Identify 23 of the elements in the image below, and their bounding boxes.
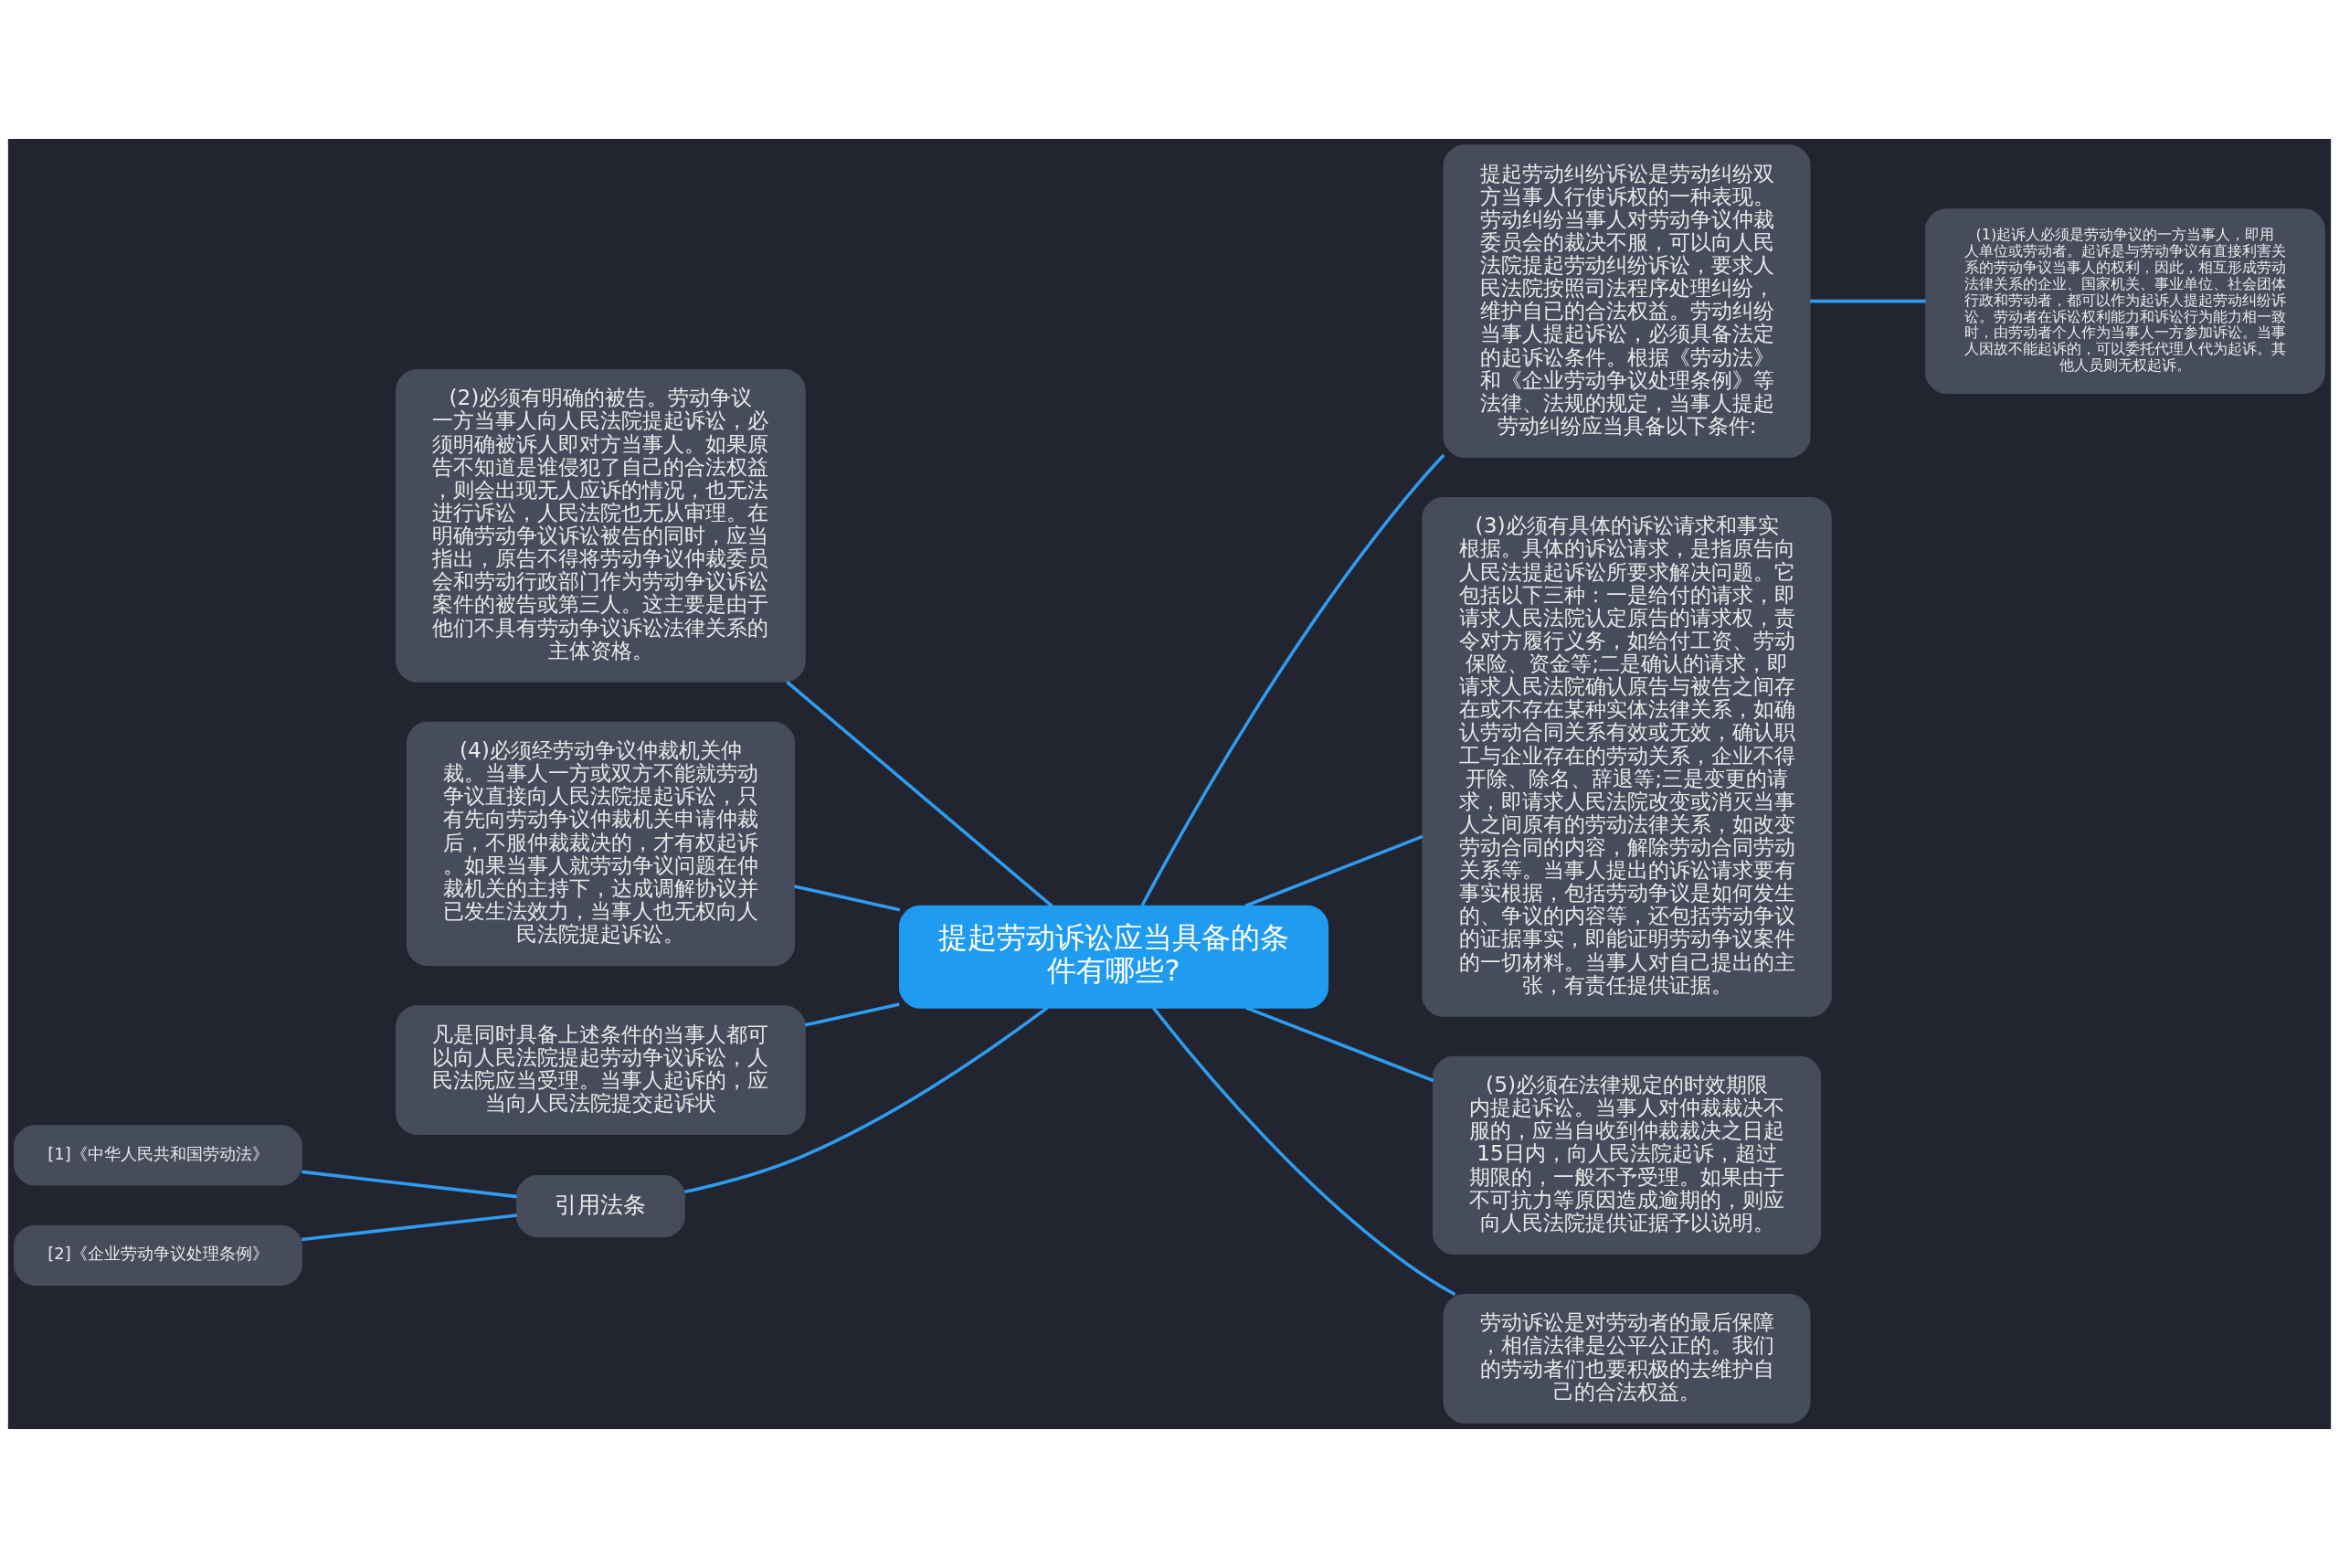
node-box: 提起劳动纠纷诉讼是劳动纠纷双方当事人行使诉权的一种表现。劳动纠纷当事人对劳动争议仲裁委员会的裁决不服，可以向人民法院提起劳动纠纷诉讼，要求人民法院按照司法程序处理纠纷，维护自已的合法权益。劳动纠纷当事人提起诉讼，必须具备法定的起诉讼条件。根据《劳动法》和《企业劳动争议处理条例》等法律、法规的规定，当事人提起劳动纠纷应当具备以下条件:: [1443, 144, 1811, 458]
connector: [1245, 1006, 1434, 1083]
node-box: 引用法条: [516, 1174, 685, 1238]
connector: [1152, 1006, 1456, 1297]
connector: [794, 885, 901, 912]
connector: [683, 1006, 1049, 1194]
node-box: [2]《企业劳动争议处理条例》: [14, 1224, 302, 1286]
connector: [1810, 299, 1926, 303]
node-box: (5)必须在法律规定的时效期限内提起诉讼。当事人对仲裁裁决不服的，应当自收到仲裁裁决之日起15日内，向人民法院起诉，超过期限的，一般不予受理。如果由于不可抗力等原因造成逾期的，则应向人民法院提供证据予以说明。: [1432, 1055, 1822, 1255]
node-box: (1)起诉人必须是劳动争议的一方当事人，即用人单位或劳动者。起诉是与劳动争议有直接利害关系的劳动争议当事人的权利，因此，相互形成劳动法律关系的企业、国家机关、事业单位、社会团体行政和劳动者，都可以作为起诉人提起劳动纠纷诉讼。劳动者在诉讼权利能力和诉讼行为能力相一致时，由劳动者个人作为当事人一方参加诉讼。当事人因故不能起诉的，可以委托代理人代为起诉。其他人员则无权起诉。: [1925, 208, 2325, 394]
node-box: (4)必须经劳动争议仲裁机关仲裁。当事人一方或双方不能就劳动争议直接向人民法院提起诉讼，只有先向劳动争议仲裁机关申请仲裁后，不服仲裁裁决的，才有权起诉。如果当事人就劳动争议问题在仲裁机关的主持下，达成调解协议并已发生法效力，当事人也无权向人民法院提起诉讼。: [406, 721, 796, 967]
node-box: 提起劳动诉讼应当具备的条件有哪些?: [898, 905, 1329, 1009]
connector: [302, 1170, 518, 1199]
connector: [804, 1002, 900, 1027]
node-box: (3)必须有具体的诉讼请求和事实根据。具体的诉讼请求，是指原告向人民法提起诉讼所要求解决问题。它包括以下三种：一是给付的请求，即请求人民法院认定原告的请求权，责令对方履行义务，如给付工资、劳动保险、资金等;二是确认的请求，即请求人民法院确认原告与被告之间存在或不存在某种实体法律关系，如确认劳动合同关系有效或无效，确认职工与企业存在的劳动关系，企业不得开除、除名、辞退等;三是变更的请求，即请求人民法院改变或消灭当事人之间原有的劳动法律关系，如改变劳动合同的内容，解除劳动合同劳动关系等。当事人提出的诉讼请求要有事实根据，包括劳动争议是如何发生的、争议的内容等，还包括劳动争议的证据事实，即能证明劳动争议案件的一切材料。当事人对自己提出的主张，有责任提供证据。: [1422, 497, 1832, 1017]
node-box: [1]《中华人民共和国劳动法》: [14, 1125, 302, 1186]
node-box: 劳动诉讼是对劳动者的最后保障，相信法律是公平公正的。我们的劳动者们也要积极的去维护自己的合法权益。: [1443, 1294, 1811, 1424]
node-box: (2)必须有明确的被告。劳动争议一方当事人向人民法院提起诉讼，必须明确被诉人即对方当事人。如果原告不知道是谁侵犯了自己的合法权益，则会出现无人应诉的情况，也无法进行诉讼，人民法院也无从审理。在明确劳动争议诉讼被告的同时，应当指出，原告不得将劳动争议仲裁委员会和劳动行政部门作为劳动争议诉讼案件的被告或第三人。这主要是由于他们不具有劳动争议诉讼法律关系的主体资格。: [396, 369, 806, 683]
connector: [1140, 453, 1445, 906]
connector: [302, 1213, 518, 1242]
node-box: 凡是同时具备上述条件的当事人都可以向人民法院提起劳动争议诉讼，人民法院应当受理。当事人起诉的，应当向人民法院提交起诉状: [396, 1005, 806, 1135]
connector: [1244, 834, 1424, 908]
connector: [786, 681, 1053, 907]
